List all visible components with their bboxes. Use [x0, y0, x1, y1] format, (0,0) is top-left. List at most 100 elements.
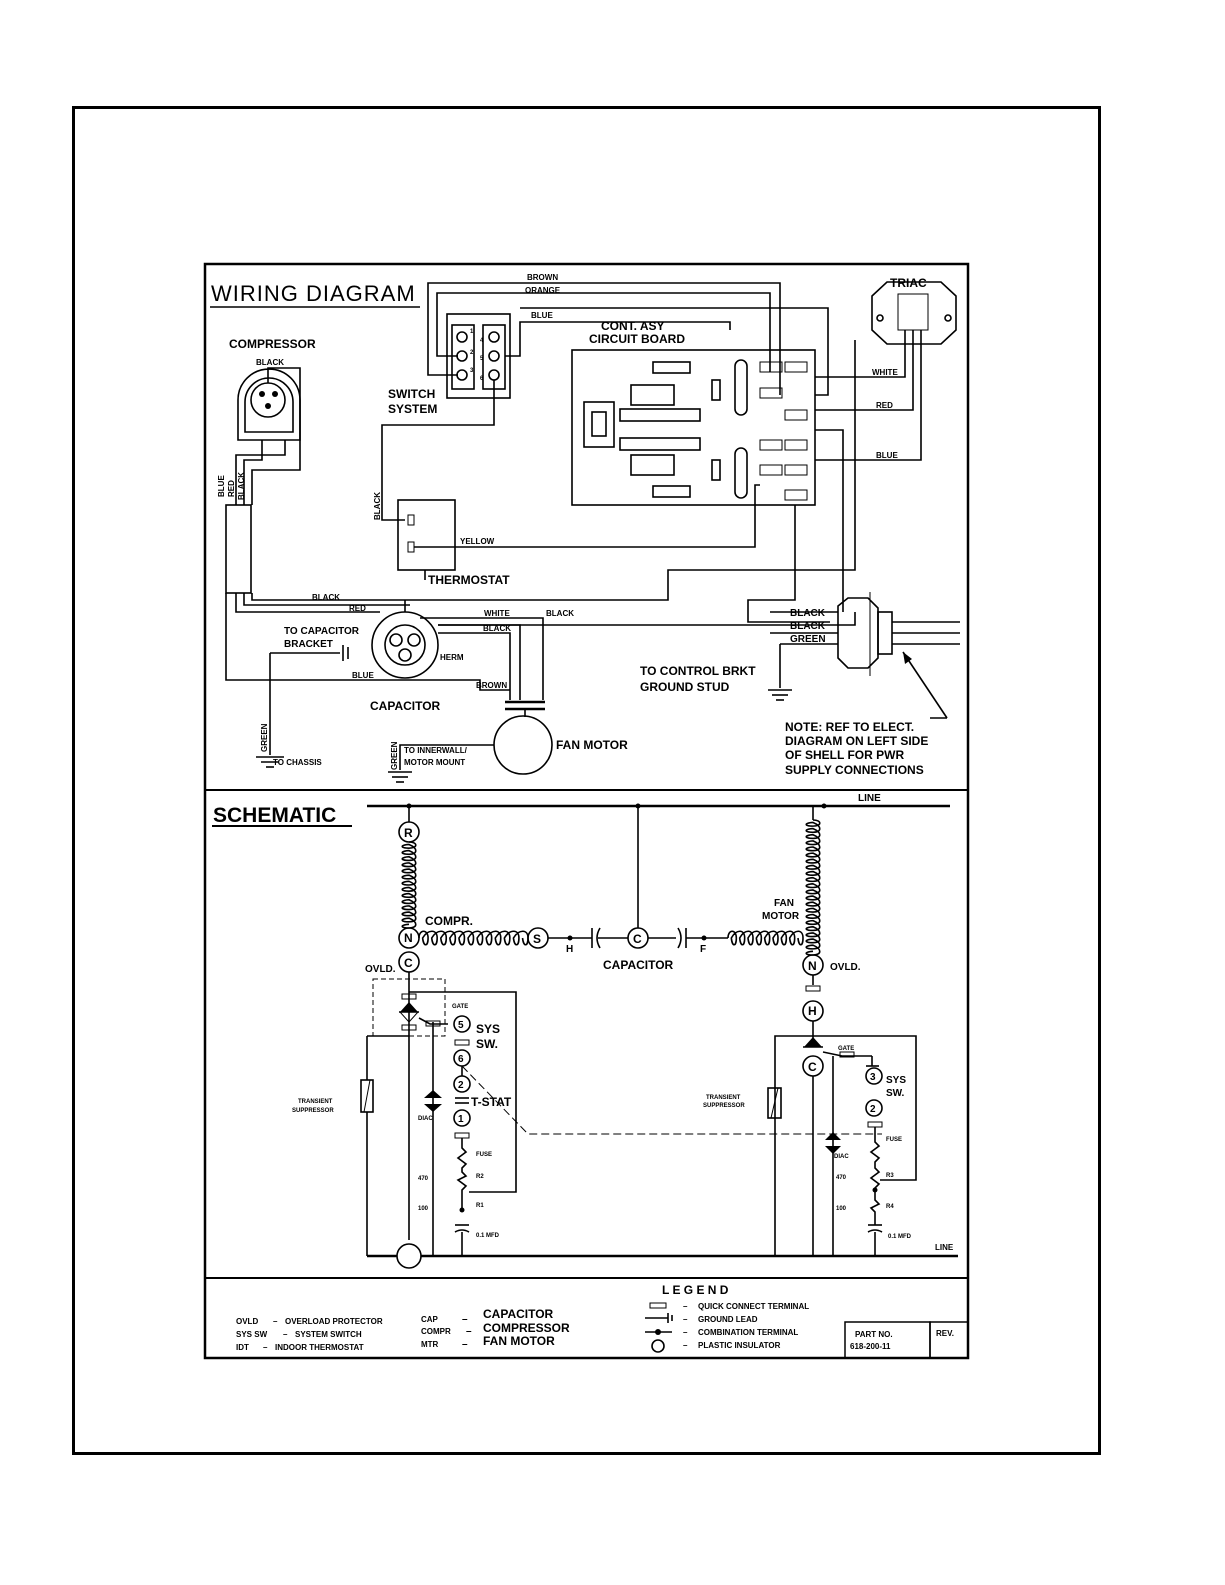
legend-compr-desc: COMPRESSOR: [483, 1321, 570, 1335]
fan-motor-symbol: [493, 700, 553, 775]
fan-label-line2: MOTOR: [762, 911, 800, 922]
sys-sw-2-label: 2: [870, 1104, 876, 1115]
triac-module: [871, 281, 957, 345]
switch-terminal-4: 4: [480, 338, 484, 344]
legend-syssw-key: SYS SW: [236, 1330, 268, 1339]
legend-dash-7: –: [683, 1302, 688, 1311]
h-label: H: [566, 944, 573, 955]
fan-black-label: BLACK: [546, 609, 574, 618]
harness-black-label: BLACK: [237, 472, 246, 500]
harness-black-wire-label: BLACK: [312, 593, 340, 602]
compr-label: COMPR.: [425, 914, 473, 928]
tstat-label: T-STAT: [471, 1095, 512, 1109]
legend-dash-10: –: [683, 1341, 688, 1350]
legend-insulator-symbol: [651, 1339, 665, 1353]
legend-compr-key: COMPR: [421, 1327, 451, 1336]
sys-sw-3-label: 3: [870, 1072, 876, 1083]
tstat-2-label: 2: [458, 1080, 464, 1091]
legend-cap-desc: CAPACITOR: [483, 1307, 554, 1321]
legend-quick-connect-symbol: [649, 1302, 667, 1309]
fuse-label-left: FUSE: [476, 1152, 492, 1158]
triac-label: TRIAC: [890, 276, 927, 290]
cord-black-label-1: BLACK: [790, 608, 826, 619]
plastic-insulator-symbol: [396, 1243, 422, 1269]
capacitor-black-label: BLACK: [483, 624, 511, 633]
legend-dash-8: –: [683, 1315, 688, 1324]
fan-label-line1: FAN: [774, 898, 794, 909]
revision-box: [929, 1321, 969, 1359]
gate-label-right: GATE: [838, 1046, 854, 1052]
board-label-line1: CONT. ASY: [601, 319, 665, 333]
r1-value-label: 100: [418, 1206, 429, 1212]
control-circuit-board: [571, 349, 816, 506]
ground-stud-label-line1: TO CONTROL BRKT: [640, 664, 756, 678]
motor-green-label: GREEN: [390, 741, 399, 770]
switch-terminal-3: 3: [470, 368, 474, 374]
cap-bracket-label-line1: TO CAPACITOR: [284, 626, 360, 637]
triac-red-label: RED: [876, 401, 893, 410]
sys-label-right: SYS: [886, 1075, 906, 1086]
power-cord-strain-relief: [837, 592, 960, 676]
r3-label: R3: [886, 1173, 894, 1179]
f-label: F: [700, 944, 706, 955]
legend-idt-key: IDT: [236, 1343, 249, 1352]
thermostat-yellow-label: YELLOW: [460, 537, 495, 546]
note-line4: SUPPLY CONNECTIONS: [785, 763, 924, 777]
r2-value-label: 470: [418, 1176, 429, 1182]
diac-label-right: DIAC: [834, 1154, 849, 1160]
legend-dash-4: –: [462, 1314, 468, 1325]
transient-right-line1: TRANSIENT: [706, 1095, 741, 1101]
legend-mtr-desc: FAN MOTOR: [483, 1334, 555, 1348]
mfd-label-right: 0.1 MFD: [888, 1234, 912, 1240]
legend-quick-connect-label: QUICK CONNECT TERMINAL: [698, 1302, 809, 1311]
compressor-ovld-label: OVLD.: [365, 964, 396, 975]
fuse-label-right: FUSE: [886, 1137, 902, 1143]
fan-c-label: C: [808, 1060, 817, 1074]
fan-motor-label: FAN MOTOR: [556, 738, 628, 752]
legend-dash-9: –: [683, 1328, 688, 1337]
chassis-green-label: GREEN: [260, 723, 269, 752]
schematic-capacitor-label: CAPACITOR: [603, 958, 674, 972]
legend-syssw-desc: SYSTEM SWITCH: [295, 1330, 362, 1339]
run-capacitor: [371, 611, 439, 679]
r3-value-label: 470: [836, 1175, 847, 1181]
fan-h-label: H: [808, 1004, 817, 1018]
note-line3: OF SHELL FOR PWR: [785, 748, 904, 762]
wire-brown-label: BROWN: [527, 273, 558, 282]
switch-mechanical-link: [461, 1065, 882, 1135]
harness-red-label: RED: [227, 480, 236, 497]
legend-idt-desc: INDOOR THERMOSTAT: [275, 1343, 364, 1352]
transient-left-line1: TRANSIENT: [298, 1099, 333, 1105]
part-no-label: PART NO.: [855, 1330, 893, 1339]
compressor-n-label: N: [404, 931, 413, 945]
triac-blue-label: BLUE: [876, 451, 898, 460]
triac-white-label: WHITE: [872, 368, 898, 377]
sys-label-left: SYS: [476, 1022, 500, 1036]
compressor-label: COMPRESSOR: [229, 337, 316, 351]
switch-terminal-5: 5: [480, 356, 484, 362]
legend-dash-6: –: [462, 1339, 468, 1350]
diagram-frame: [203, 262, 970, 1360]
capacitor-white-label: WHITE: [484, 609, 510, 618]
sys-sw-5-label: 5: [458, 1020, 464, 1031]
legend-dash-5: –: [466, 1326, 472, 1337]
r2-label: R2: [476, 1174, 484, 1180]
s-terminal-label: S: [533, 932, 541, 946]
tstat-1-label: 1: [458, 1114, 464, 1125]
harness-red-wire-label: RED: [349, 604, 366, 613]
legend-abbreviations: OVLD – OVERLOAD PROTECTOR SYS SW – SYSTE…: [236, 1307, 570, 1352]
cord-black-label-2: BLACK: [790, 621, 826, 632]
note-line2: DIAGRAM ON LEFT SIDE: [785, 734, 928, 748]
legend-dash-1: –: [273, 1317, 278, 1326]
board-label-line2: CIRCUIT BOARD: [589, 332, 685, 346]
switch-terminal-1: 1: [470, 329, 474, 335]
compressor-black-label: BLACK: [256, 358, 284, 367]
ground-stud-label-line2: GROUND STUD: [640, 680, 730, 694]
fan-ovld-label: OVLD.: [830, 962, 861, 973]
note-line1: NOTE: REF TO ELECT.: [785, 720, 914, 734]
cap-bracket-label-line2: BRACKET: [284, 639, 333, 650]
thermostat-label: THERMOSTAT: [428, 573, 510, 587]
legend-insulator-label: PLASTIC INSULATOR: [698, 1341, 781, 1350]
capacitor-brown-label: BROWN: [476, 681, 507, 690]
